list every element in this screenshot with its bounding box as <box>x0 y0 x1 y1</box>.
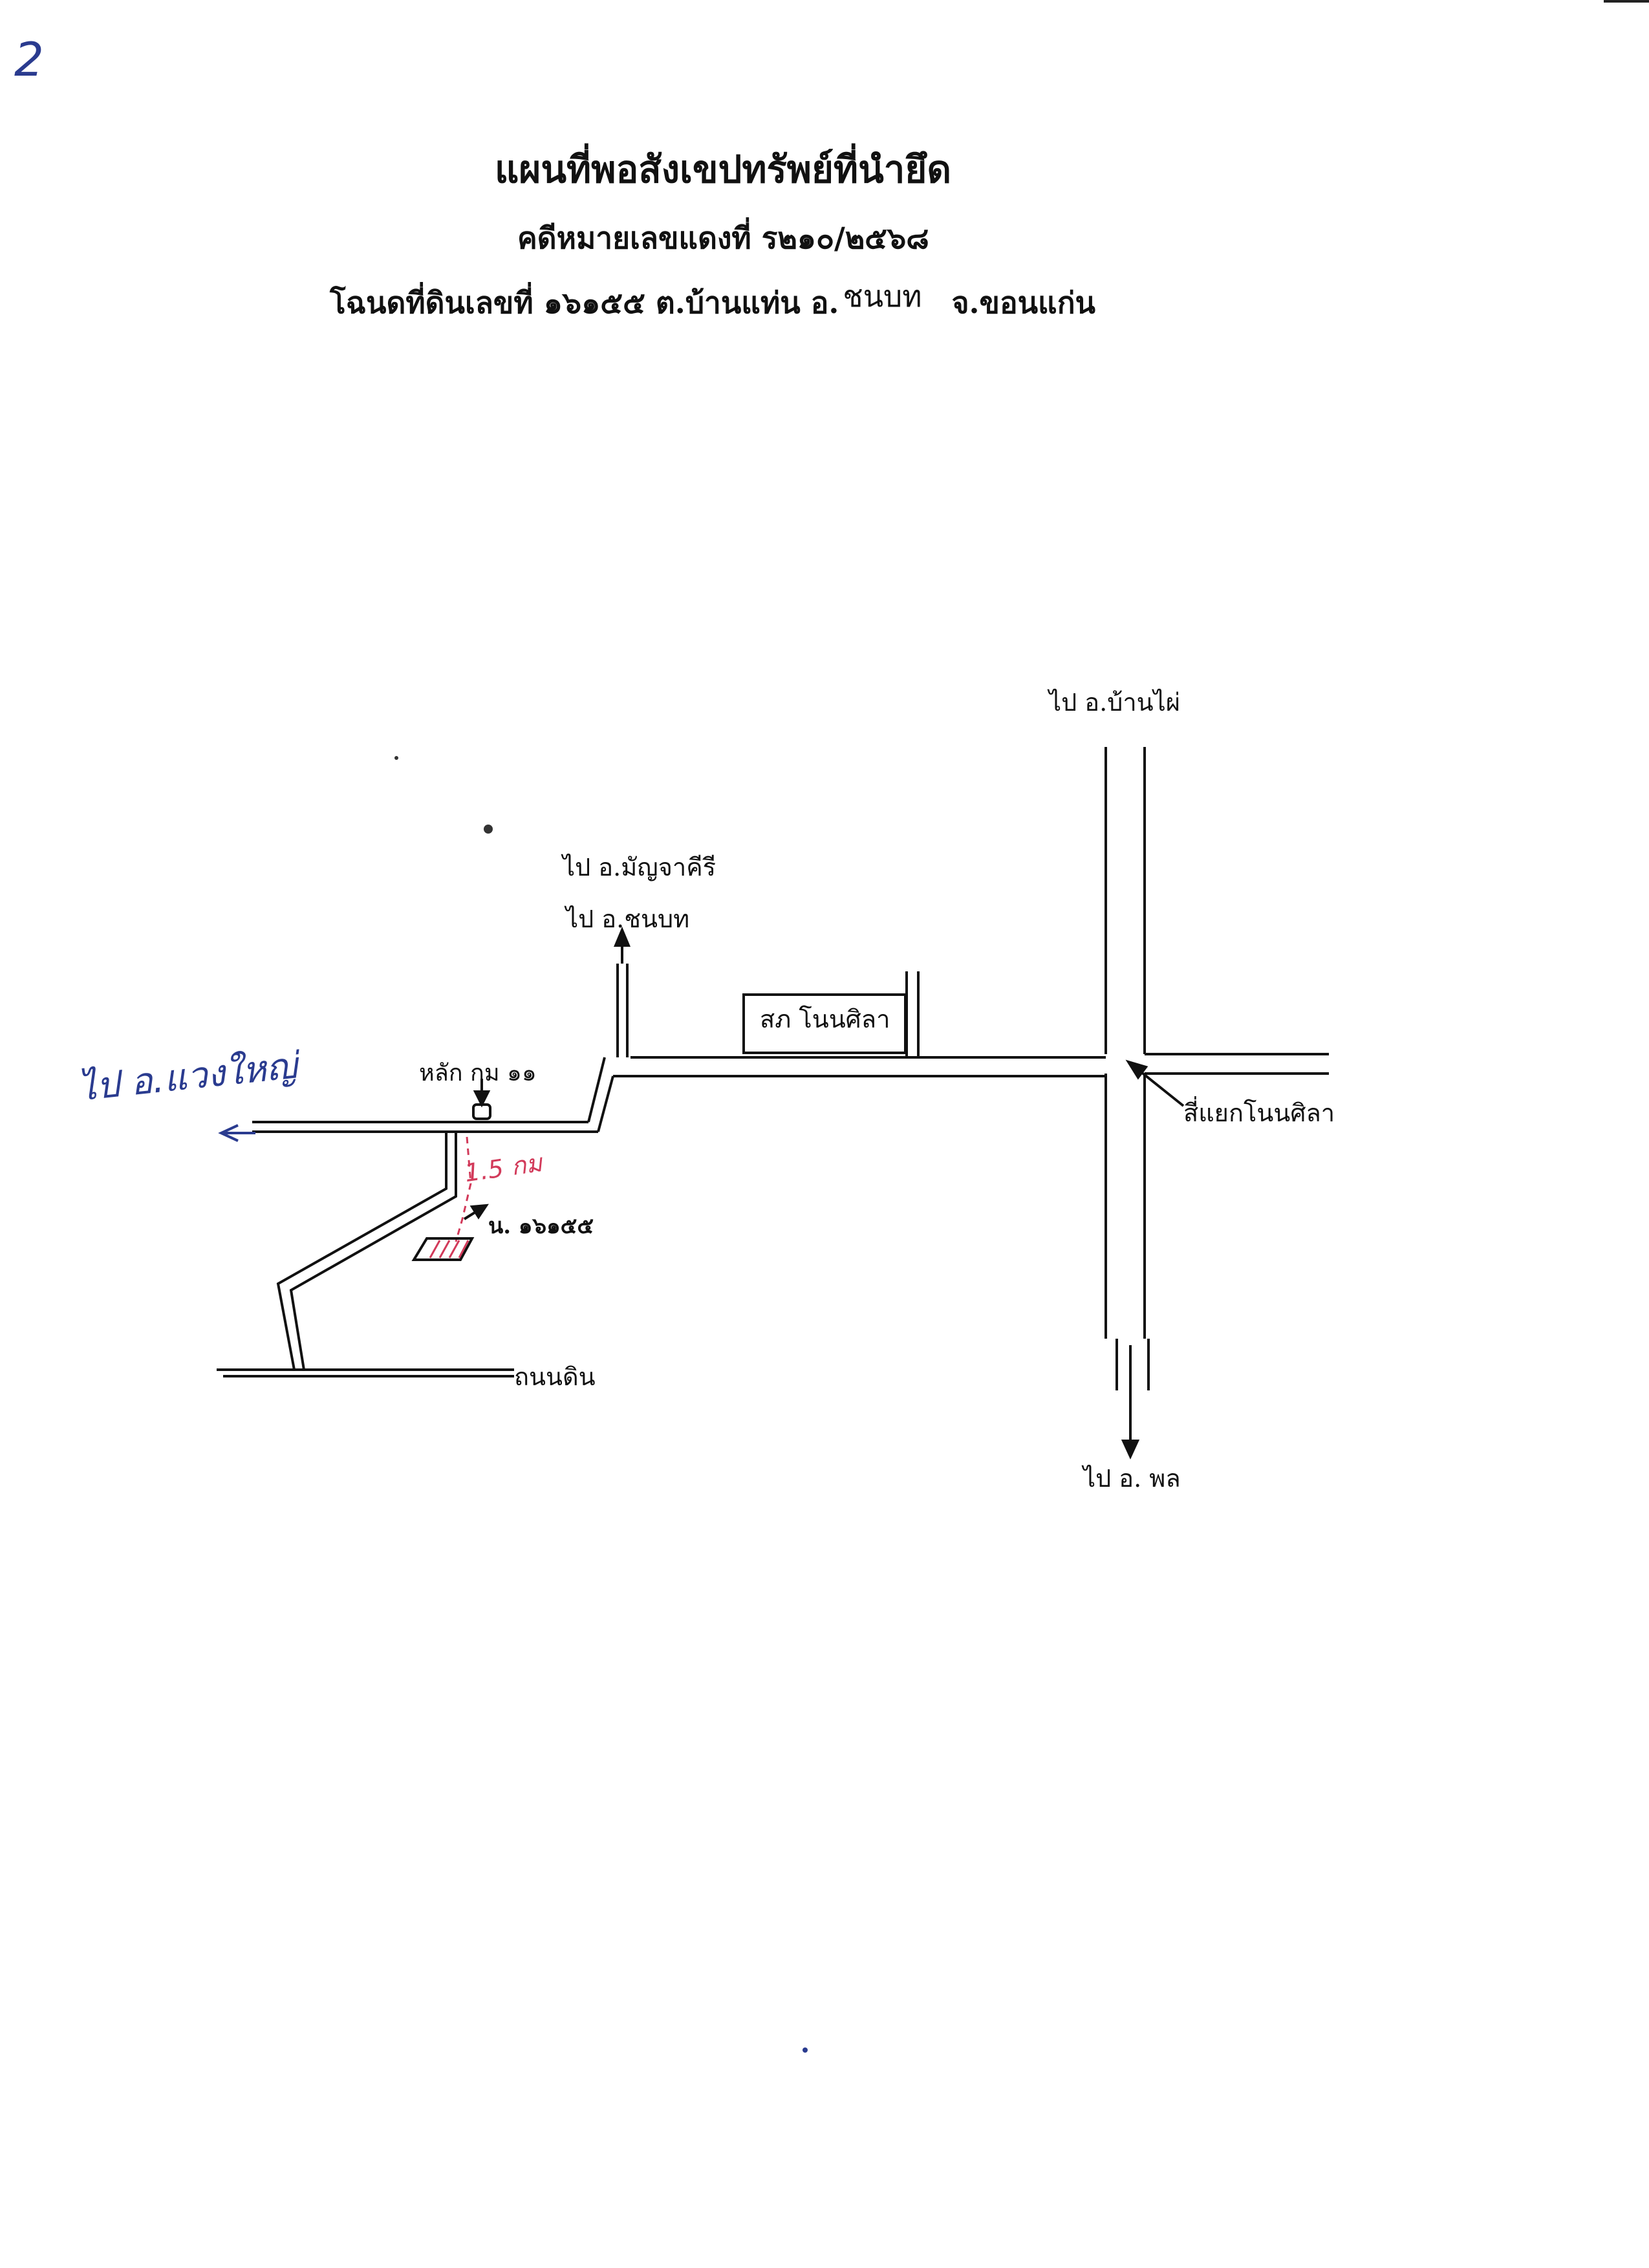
bend-road-lower <box>597 1075 614 1132</box>
scan-speck <box>484 825 493 834</box>
scan-speck <box>803 2047 808 2053</box>
distance-path <box>455 1136 472 1242</box>
case-number: คดีหมายเลขแดงที่ ร๒๑๐/๒๕๖๘ <box>517 221 929 255</box>
scan-speck <box>394 756 398 760</box>
sw-road-inner <box>276 1133 447 1370</box>
deed-district: ชนบท <box>843 279 922 314</box>
arrow-km-head <box>473 1090 491 1108</box>
bend-road-upper <box>587 1057 606 1123</box>
label-to-chonnabot: ไป อ.ชนบท <box>566 905 690 933</box>
arrow-phon-head <box>1121 1440 1140 1460</box>
label-to-phon: ไป อ. พล <box>1083 1464 1181 1493</box>
deed-prefix: โฉนดที่ดินเลขที่ ๑๖๑๕๕ ต.บ้านแท่น อ. <box>330 285 839 320</box>
parcel-marker <box>411 1237 475 1261</box>
label-dirt-road: ถนนดิน <box>514 1363 596 1391</box>
sw-road-outer <box>289 1133 457 1370</box>
label-parcel: น. ๑๖๑๕๕ <box>488 1213 594 1239</box>
label-to-ban-phai: ไป อ.บ้านไผ่ <box>1049 688 1181 717</box>
arrow-chonnabot-head <box>614 926 630 947</box>
label-cooperative: สภ โนนศิลา <box>760 1005 890 1033</box>
arrow-intersection-head <box>1125 1059 1148 1080</box>
label-to-manchakhiri: ไป อ.มัญจาคีรี <box>563 853 717 881</box>
map-title: แผนที่พอสังเขปทรัพย์ที่นำยึด <box>495 147 952 191</box>
arrow-parcel-head <box>469 1204 489 1220</box>
deed-province: จ.ขอนแก่น <box>951 285 1095 320</box>
arrow-intersection-shaft <box>1134 1066 1185 1107</box>
cooperative-box <box>742 993 907 1054</box>
label-intersection: สี่แยกโนนศิลา <box>1183 1099 1335 1127</box>
label-km-marker: หลัก กม ๑๑ <box>419 1060 537 1086</box>
deed-line: โฉนดที่ดินเลขที่ ๑๖๑๕๕ ต.บ้านแท่น อ.ชนบท… <box>330 279 1095 327</box>
page-number: 2 <box>14 32 44 87</box>
